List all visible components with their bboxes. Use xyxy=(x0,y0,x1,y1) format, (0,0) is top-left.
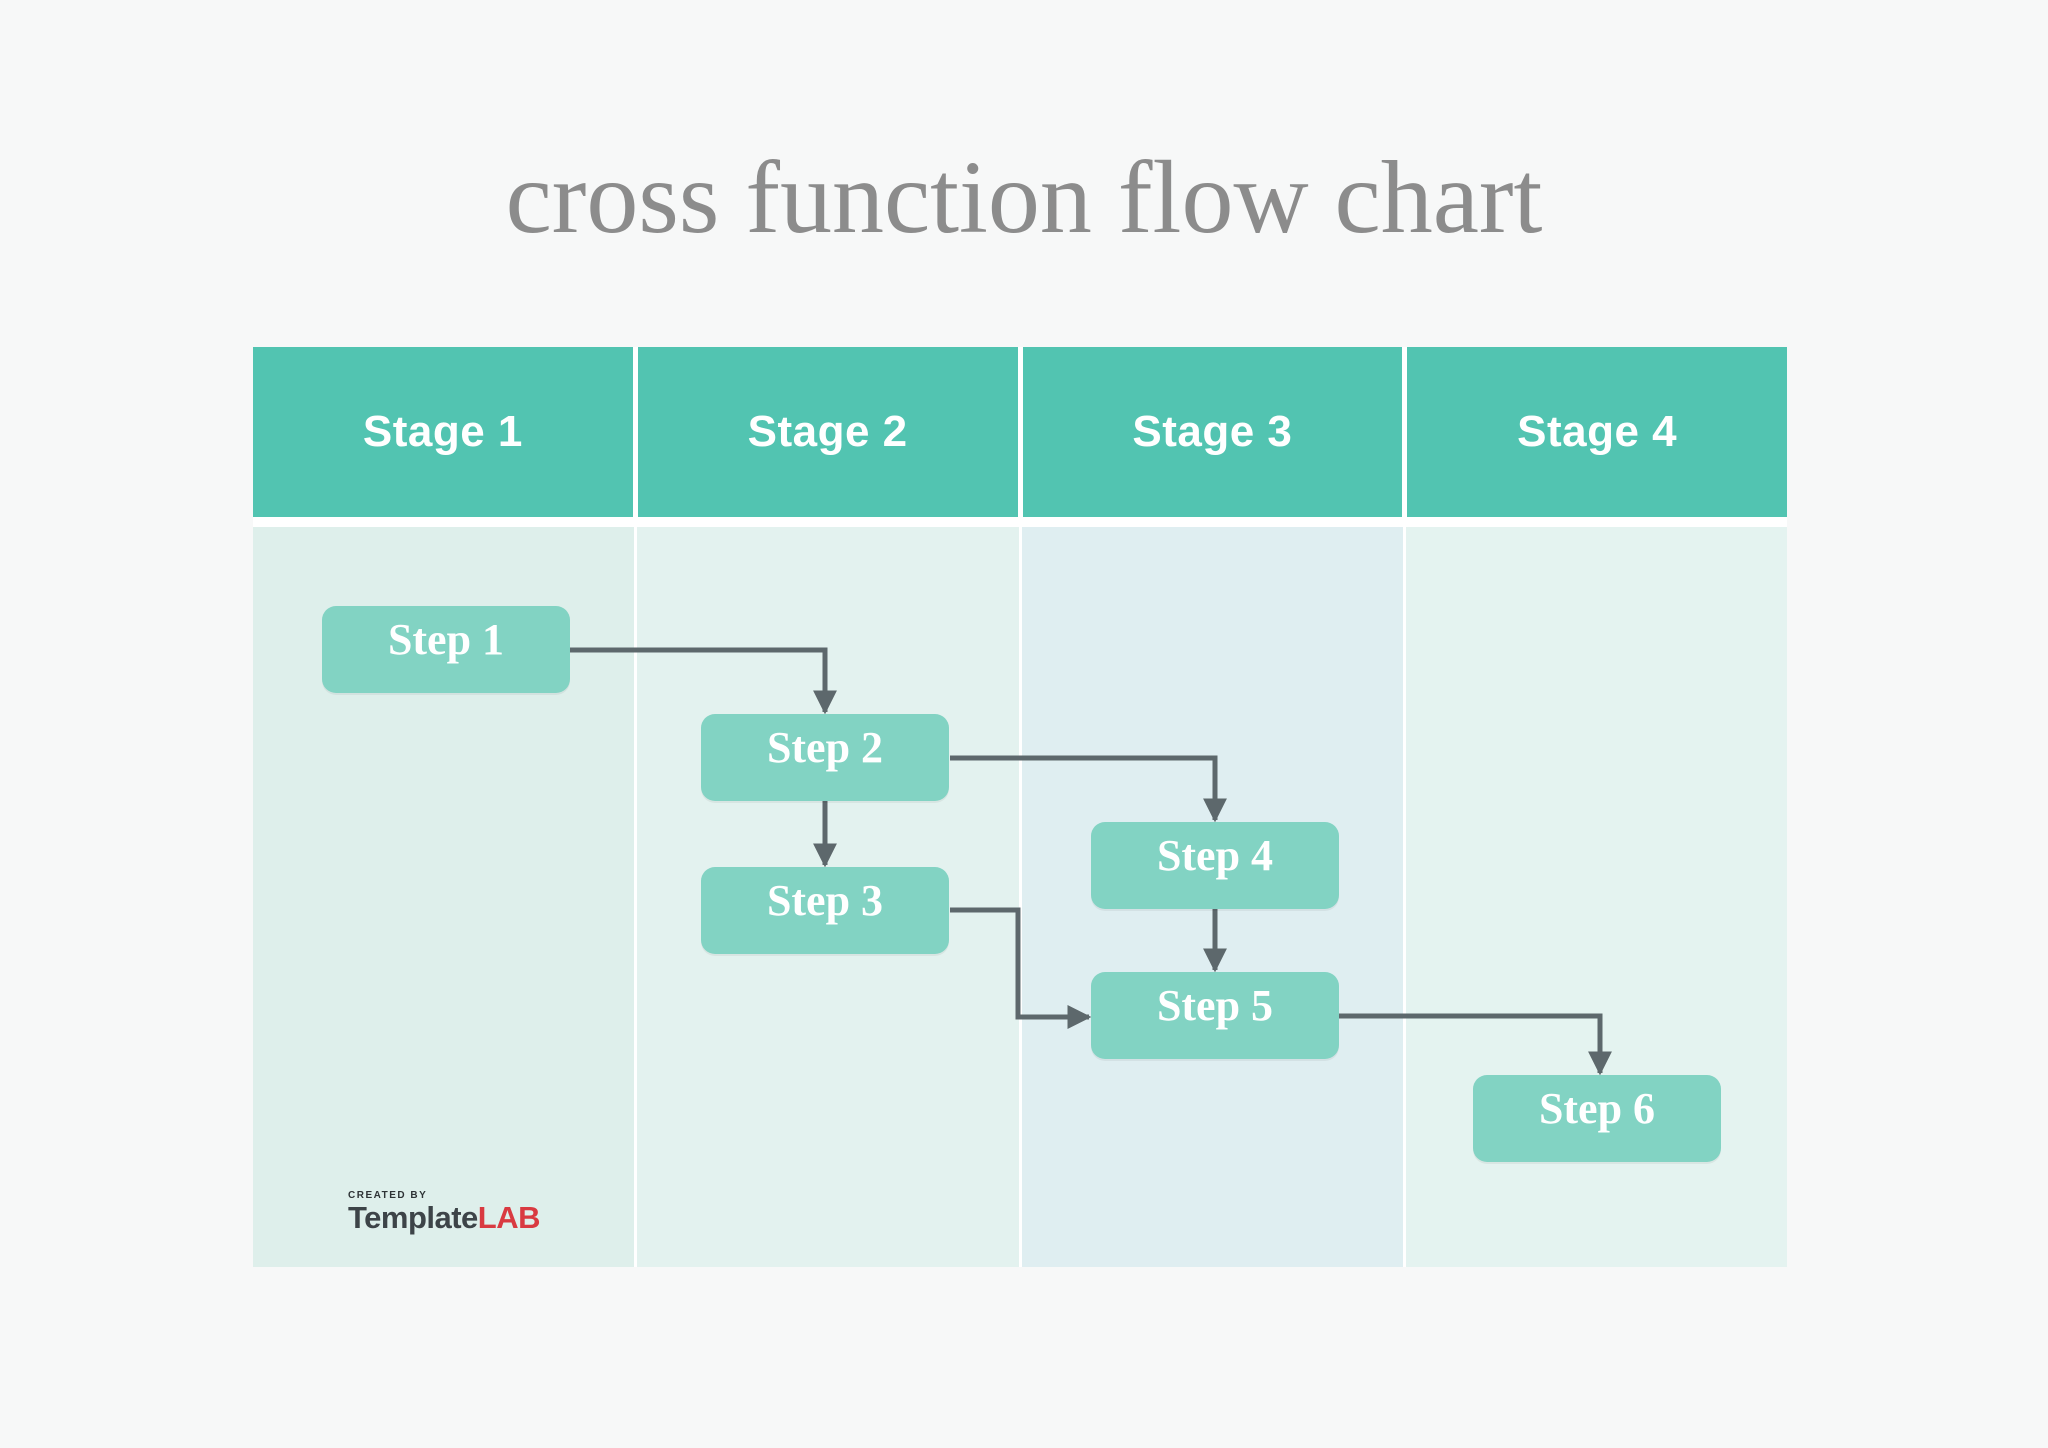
step-5-label: Step 5 xyxy=(1156,981,1274,1030)
step-3-label: Step 3 xyxy=(766,876,884,925)
stage-header-2: Stage 2 xyxy=(637,347,1018,517)
stage-header-3: Stage 3 xyxy=(1022,347,1403,517)
page-title: cross function flow chart xyxy=(505,140,1543,255)
logo-brand-primary: Template xyxy=(348,1200,478,1235)
logo-brand-text: TemplateLAB xyxy=(348,1200,541,1235)
templatelab-logo: CREATED BY TemplateLAB xyxy=(348,1190,541,1235)
stage-header-row: Stage 1 Stage 2 Stage 3 Stage 4 xyxy=(253,347,1787,517)
logo-created-by-text: CREATED BY xyxy=(348,1190,428,1201)
step-1-box: Step 1 xyxy=(322,606,570,693)
step-1-label: Step 1 xyxy=(387,615,505,664)
step-6-box: Step 6 xyxy=(1473,1075,1721,1162)
step-2-box: Step 2 xyxy=(701,714,949,801)
step-4-label: Step 4 xyxy=(1156,831,1274,880)
step-2-label: Step 2 xyxy=(766,723,884,772)
step-6-label: Step 6 xyxy=(1538,1084,1656,1133)
step-4-box: Step 4 xyxy=(1091,822,1339,909)
logo-brand-accent: LAB xyxy=(477,1200,541,1235)
stage-header-4: Stage 4 xyxy=(1407,347,1787,517)
step-3-box: Step 3 xyxy=(701,867,949,954)
stage-header-1: Stage 1 xyxy=(253,347,633,517)
step-5-box: Step 5 xyxy=(1091,972,1339,1059)
